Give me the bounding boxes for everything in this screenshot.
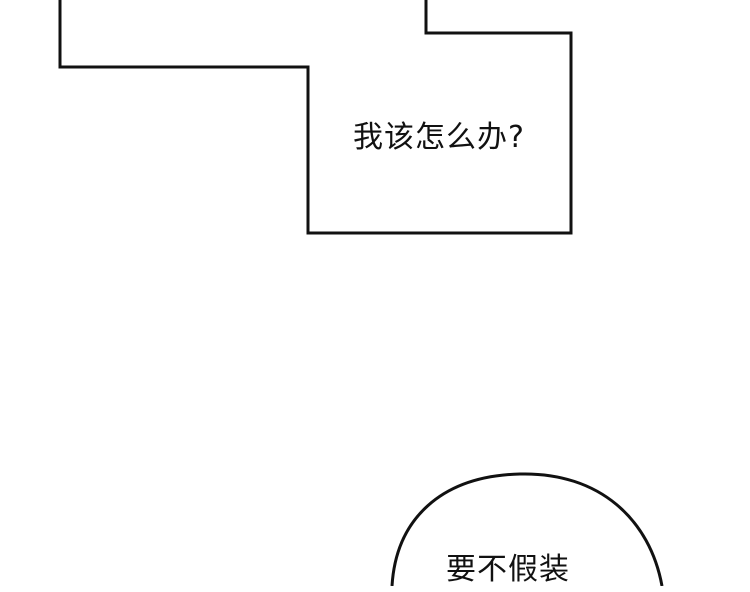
speech-bubble-text: 要不假装	[446, 552, 570, 587]
narration-box-outline	[58, 0, 573, 235]
speech-bubble-outline	[390, 472, 664, 586]
narration-text: 我该怎么办?	[353, 120, 525, 155]
